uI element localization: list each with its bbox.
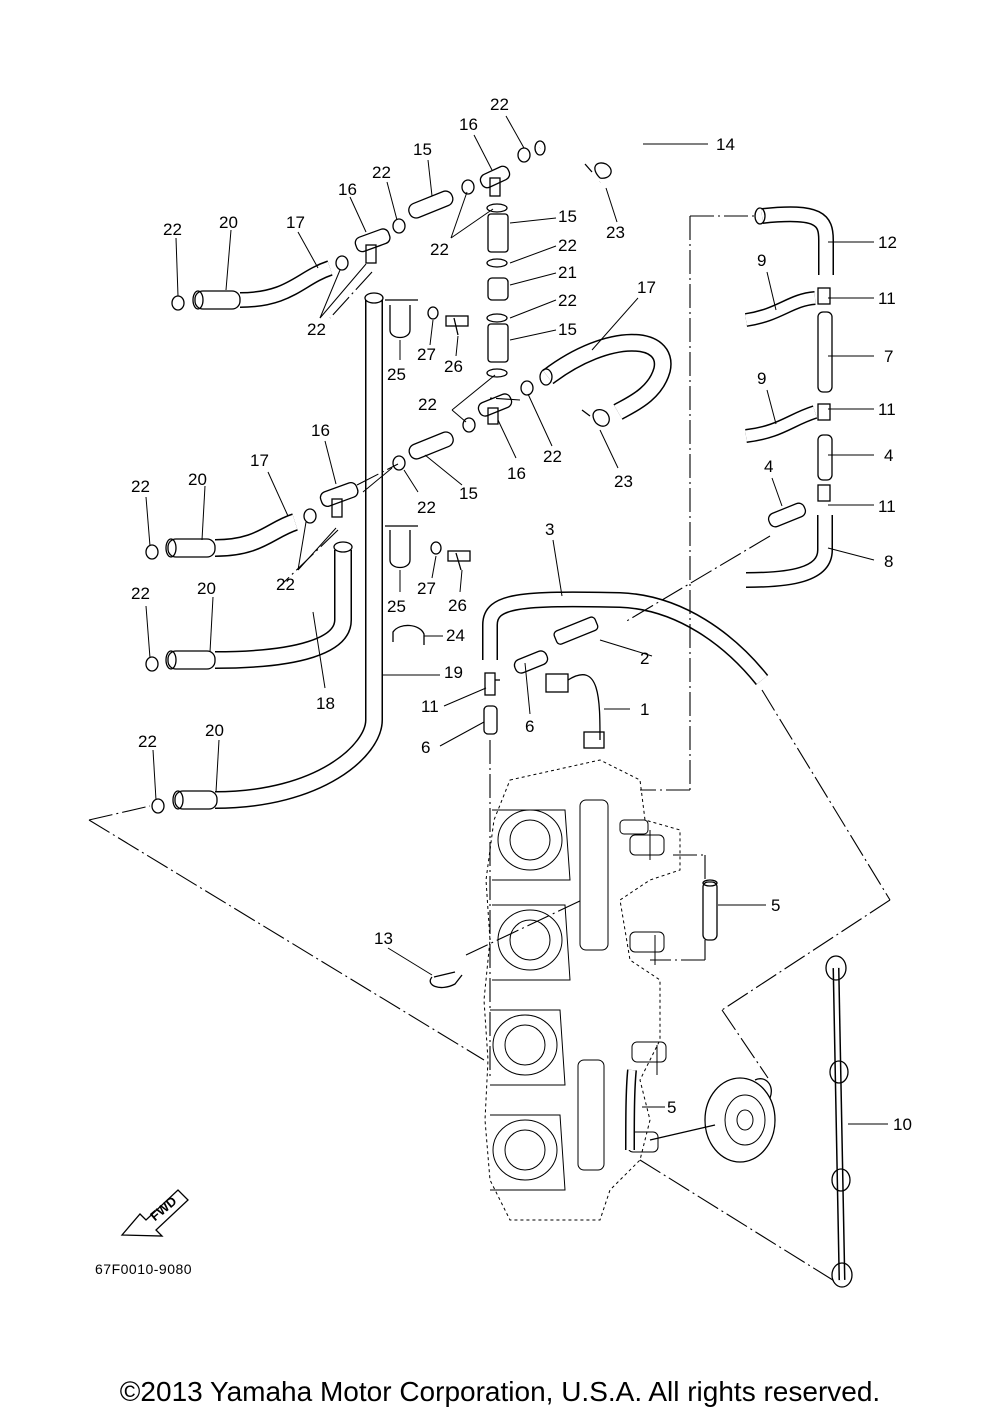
forward-direction-arrow: FWD	[120, 1189, 189, 1237]
label-part-26: 26	[444, 357, 463, 376]
label-part-17: 17	[250, 451, 269, 470]
label-part-16: 16	[311, 421, 330, 440]
label-part-6: 6	[525, 717, 534, 736]
copyright-notice: ©2013 Yamaha Motor Corporation, U.S.A. A…	[119, 1376, 881, 1407]
fwd-arrow-label: FWD	[147, 1193, 179, 1224]
label-part-27: 27	[417, 345, 436, 364]
label-part-5: 5	[667, 1098, 676, 1117]
label-part-20: 20	[219, 213, 238, 232]
linkage-rod-10	[825, 955, 853, 1288]
label-part-16: 16	[338, 180, 357, 199]
label-part-11: 11	[421, 697, 439, 716]
label-part-7: 7	[884, 347, 893, 366]
label-part-11: 11	[878, 497, 896, 516]
diagram-code: 67F0010-9080	[95, 1261, 192, 1277]
label-part-22: 22	[131, 477, 150, 496]
label-part-14: 14	[716, 135, 735, 154]
label-part-11: 11	[878, 289, 896, 308]
label-part-11: 11	[878, 400, 896, 419]
label-part-16: 16	[459, 115, 478, 134]
label-part-10: 10	[893, 1115, 912, 1134]
leader-lines	[88, 115, 891, 1283]
middle-hose-group	[145, 292, 769, 814]
top-hose-group	[171, 112, 654, 378]
label-part-5: 5	[771, 896, 780, 915]
label-part-9: 9	[757, 369, 766, 388]
label-part-22: 22	[131, 584, 150, 603]
label-part-20: 20	[188, 470, 207, 489]
label-part-22: 22	[418, 395, 437, 414]
label-part-22: 22	[430, 240, 449, 259]
label-part-16: 16	[507, 464, 526, 483]
label-part-23: 23	[614, 472, 633, 491]
right-hose-group	[744, 206, 834, 588]
label-part-20: 20	[205, 721, 224, 740]
label-part-18: 18	[316, 694, 335, 713]
label-part-17: 17	[286, 213, 305, 232]
label-part-13: 13	[374, 929, 393, 948]
label-part-22: 22	[276, 575, 295, 594]
label-part-4: 4	[884, 446, 893, 465]
label-part-21: 21	[558, 263, 577, 282]
label-part-22: 22	[163, 220, 182, 239]
label-part-22: 22	[417, 498, 436, 517]
label-part-22: 22	[558, 291, 577, 310]
label-part-22: 22	[372, 163, 391, 182]
label-part-25: 25	[387, 365, 406, 384]
label-part-4: 4	[764, 457, 773, 476]
label-part-6: 6	[421, 738, 430, 757]
label-part-25: 25	[387, 597, 406, 616]
label-part-20: 20	[197, 579, 216, 598]
label-part-3: 3	[545, 520, 554, 539]
label-part-22: 22	[558, 236, 577, 255]
label-part-8: 8	[884, 552, 893, 571]
label-part-22: 22	[490, 95, 509, 114]
label-part-1: 1	[640, 700, 649, 719]
label-part-2: 2	[640, 649, 649, 668]
label-part-23: 23	[606, 223, 625, 242]
clamp-13	[429, 971, 463, 989]
label-part-15: 15	[558, 320, 577, 339]
carburetor-assembly	[483, 759, 776, 1221]
label-part-15: 15	[459, 484, 478, 503]
label-part-9: 9	[757, 251, 766, 270]
part-number-labels: 22 14 16 15 22 16 17 20 22 22 22 15 22 2…	[131, 95, 912, 1134]
label-part-26: 26	[448, 596, 467, 615]
label-part-17: 17	[637, 278, 656, 297]
label-part-15: 15	[558, 207, 577, 226]
label-part-19: 19	[444, 663, 463, 682]
label-part-22: 22	[543, 447, 562, 466]
label-part-27: 27	[417, 579, 436, 598]
label-part-24: 24	[446, 626, 465, 645]
label-part-22: 22	[138, 732, 157, 751]
label-part-22: 22	[307, 320, 326, 339]
label-part-12: 12	[878, 233, 897, 252]
label-part-15: 15	[413, 140, 432, 159]
